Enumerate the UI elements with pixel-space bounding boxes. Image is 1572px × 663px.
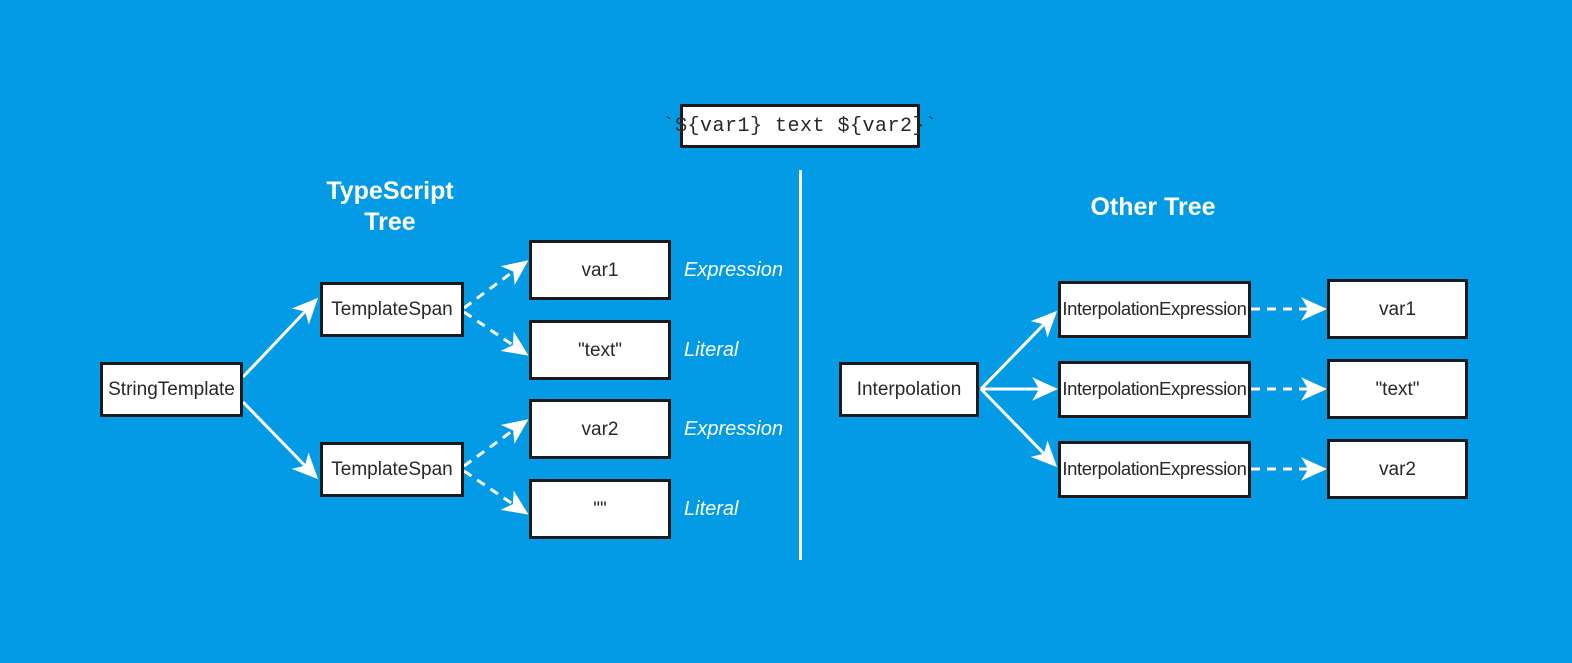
right-solid-edges	[979, 310, 1059, 468]
node-interpolation-expression-2[interactable]: InterpolationExpression	[1058, 361, 1251, 418]
node-left-leaf-var2[interactable]: var2	[529, 399, 671, 459]
node-left-leaf-text[interactable]: "text"	[529, 320, 671, 380]
node-template-span-1[interactable]: TemplateSpan	[320, 282, 464, 337]
node-interpolation-expression-1[interactable]: InterpolationExpression	[1058, 281, 1251, 338]
node-right-leaf-text[interactable]: "text"	[1327, 359, 1468, 419]
left-dashed-edges	[463, 260, 529, 515]
node-right-leaf-var2[interactable]: var2	[1327, 439, 1468, 499]
left-tree-title: TypeScript Tree	[326, 177, 454, 237]
node-template-span-2[interactable]: TemplateSpan	[320, 442, 464, 497]
node-left-leaf-var1[interactable]: var1	[529, 240, 671, 300]
node-interpolation-expression-3[interactable]: InterpolationExpression	[1058, 441, 1251, 498]
vertical-divider	[799, 170, 802, 560]
edge-label-literal-2: Literal	[684, 498, 739, 520]
edge-label-expression-1: Expression	[684, 259, 783, 281]
template-literal-code-box: `${var1} text ${var2}`	[662, 104, 937, 148]
node-interpolation[interactable]: Interpolation	[839, 362, 979, 417]
edge-label-expression-2: Expression	[684, 418, 783, 440]
right-tree-title: Other Tree	[1090, 193, 1216, 221]
node-right-leaf-var1[interactable]: var1	[1327, 279, 1468, 339]
right-dashed-edges	[1251, 297, 1328, 481]
left-solid-edges	[241, 297, 319, 480]
edge-label-literal-1: Literal	[684, 339, 739, 361]
node-string-template[interactable]: StringTemplate	[100, 362, 243, 417]
node-left-leaf-empty[interactable]: ""	[529, 479, 671, 539]
